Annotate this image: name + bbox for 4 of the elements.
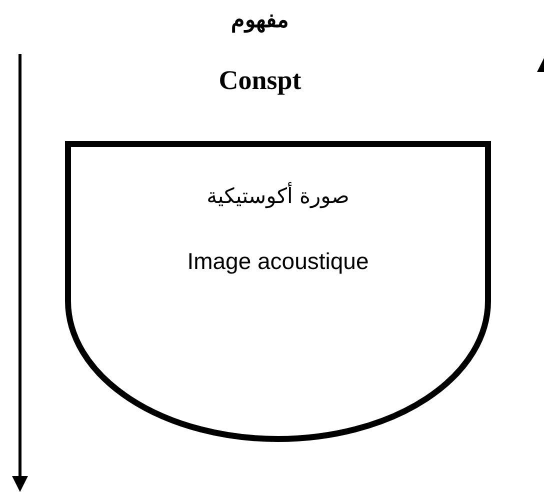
- node-text: Image acoustique: [186, 247, 370, 276]
- heading-text: Conspt: [218, 64, 302, 97]
- node-text: صورة أكوستيكية: [206, 181, 350, 210]
- heading-text: مفهوم: [230, 6, 290, 35]
